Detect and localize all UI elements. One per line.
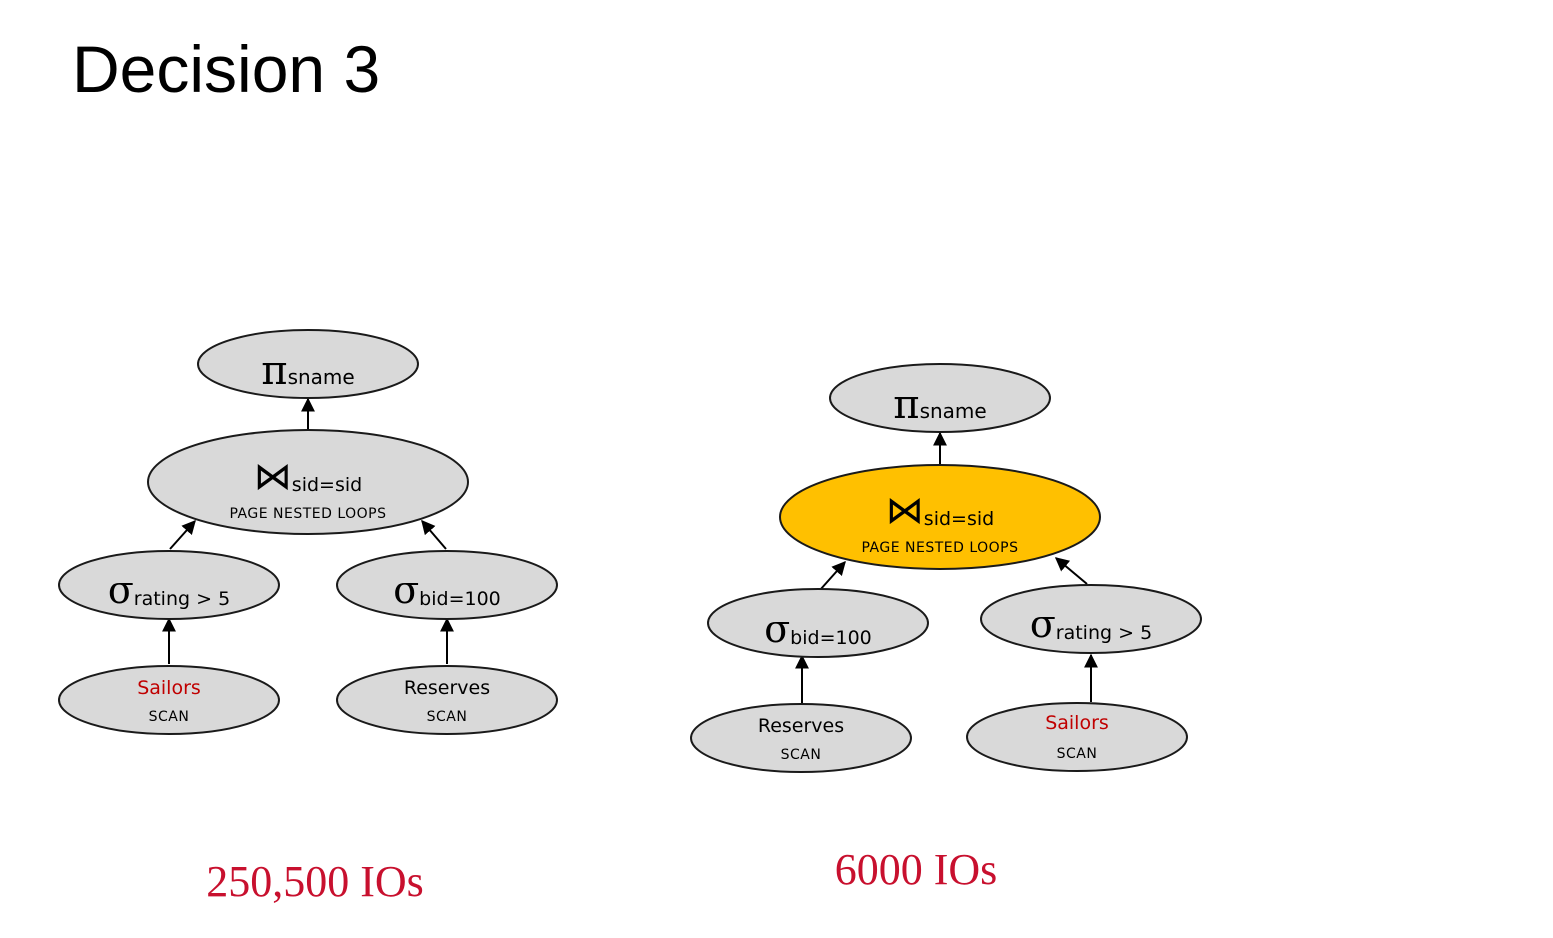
scan-method: SCAN (1057, 746, 1098, 762)
join-symbol: ⋈ (254, 454, 292, 498)
join-node-highlighted: ⋈sid=sid PAGE NESTED LOOPS (779, 464, 1101, 570)
right-scan-node: Reserves SCAN (336, 665, 558, 735)
left-selection-node: σbid=100 (707, 588, 929, 658)
sigma-symbol: σ (764, 607, 790, 651)
left-selection-node: σrating > 5 (58, 550, 280, 620)
relation-name: Reserves (404, 677, 490, 699)
plan-1: πsname ⋈sid=sid PAGE NESTED LOOPS σratin… (58, 329, 558, 906)
pi-symbol: π (893, 382, 919, 428)
plan-cost: 250,500 IOs (206, 857, 424, 906)
slide-title: Decision 3 (72, 32, 381, 106)
projection-attribute: sname (920, 399, 987, 423)
scan-method: SCAN (781, 747, 822, 763)
relation-name: Sailors (137, 677, 201, 699)
selection-predicate: bid=100 (419, 588, 501, 610)
svg-text:σrating > 5: σrating > 5 (1030, 602, 1152, 646)
sigma-symbol: σ (108, 568, 134, 612)
plan-2: πsname ⋈sid=sid PAGE NESTED LOOPS σbid=1… (690, 363, 1202, 894)
selection-predicate: rating > 5 (134, 588, 230, 610)
join-node: ⋈sid=sid PAGE NESTED LOOPS (147, 429, 469, 535)
join-predicate: sid=sid (924, 508, 994, 530)
svg-text:πsname: πsname (893, 382, 986, 428)
right-scan-node: Sailors SCAN (966, 702, 1188, 772)
svg-text:πsname: πsname (261, 348, 354, 394)
svg-text:σbid=100: σbid=100 (393, 568, 501, 612)
plan-cost: 6000 IOs (835, 845, 998, 894)
scan-method: SCAN (149, 709, 190, 725)
scan-method: SCAN (427, 709, 468, 725)
selection-predicate: rating > 5 (1056, 622, 1152, 644)
right-selection-node: σrating > 5 (980, 584, 1202, 654)
svg-text:⋈sid=sid: ⋈sid=sid (254, 454, 362, 498)
selection-predicate: bid=100 (790, 627, 872, 649)
projection-attribute: sname (288, 365, 355, 389)
join-method: PAGE NESTED LOOPS (861, 540, 1018, 556)
sigma-symbol: σ (1030, 602, 1056, 646)
join-symbol: ⋈ (886, 488, 924, 532)
left-scan-node: Reserves SCAN (690, 703, 912, 773)
svg-text:σrating > 5: σrating > 5 (108, 568, 230, 612)
edge-right-select-to-join (1054, 557, 1088, 585)
right-selection-node: σbid=100 (336, 550, 558, 620)
sigma-symbol: σ (393, 568, 419, 612)
svg-text:⋈sid=sid: ⋈sid=sid (886, 488, 994, 532)
join-method: PAGE NESTED LOOPS (229, 506, 386, 522)
relation-name: Reserves (758, 715, 844, 737)
edge-left-select-to-join (819, 560, 846, 591)
left-scan-node: Sailors SCAN (58, 665, 280, 735)
projection-node: πsname (197, 329, 419, 399)
pi-symbol: π (261, 348, 287, 394)
edge-right-select-to-join (421, 519, 447, 550)
join-predicate: sid=sid (292, 474, 362, 496)
relation-name: Sailors (1045, 712, 1109, 734)
projection-node: πsname (829, 363, 1051, 433)
svg-text:σbid=100: σbid=100 (764, 607, 872, 651)
edge-left-select-to-join (169, 519, 196, 550)
